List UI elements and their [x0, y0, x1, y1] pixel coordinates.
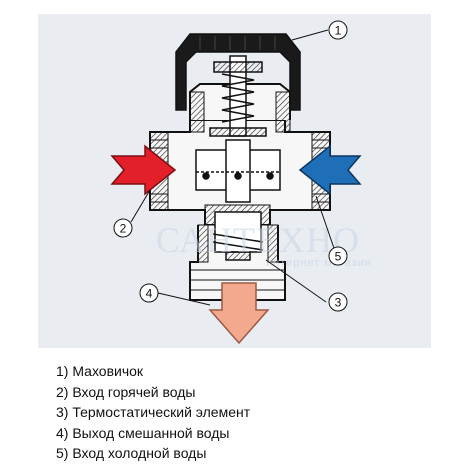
callout-3: 3	[328, 292, 348, 312]
callout-2: 2	[113, 218, 133, 238]
hot-water-arrow	[110, 144, 177, 196]
legend-item-mixed-outlet: 4) Выход смешанной воды	[56, 424, 230, 441]
watermark-sub: интернет магазин	[266, 257, 372, 269]
callout-label-5: 5	[335, 250, 342, 264]
callout-label-4: 4	[146, 287, 153, 301]
callout-4: 4	[139, 283, 159, 303]
handwheel-ribs	[199, 36, 276, 50]
mixed-water-arrow	[208, 282, 270, 345]
callout-label-3: 3	[335, 296, 342, 310]
cold-water-arrow	[298, 144, 362, 196]
thermostatic-element-drawing	[212, 211, 264, 261]
mixing-chamber	[195, 139, 281, 203]
pipe-threads	[150, 139, 330, 291]
legend-item-hot-inlet: 2) Вход горячей воды	[56, 383, 196, 400]
legend-item-cold-inlet: 5) Вход холодной воды	[56, 445, 207, 461]
legend-list: 1) Маховичок 2) Вход горячей воды 3) Тер…	[56, 361, 250, 464]
leader-lines	[130, 29, 337, 306]
legend-item-thermostatic-element: 3) Термостатический элемент	[56, 404, 251, 420]
spindle-spring	[209, 55, 267, 137]
legend-item-handwheel: 1) Маховичок	[56, 363, 144, 379]
callout-label-1: 1	[335, 24, 342, 38]
callout-label-2: 2	[120, 222, 127, 236]
watermark-main: САНТЕХНО	[156, 220, 360, 260]
callout-1: 1	[328, 20, 348, 40]
callout-5: 5	[328, 246, 348, 266]
valve-diagram: САНТЕХНО интернет магазин 1 2 3 4 5	[38, 14, 431, 348]
handwheel	[175, 33, 301, 111]
